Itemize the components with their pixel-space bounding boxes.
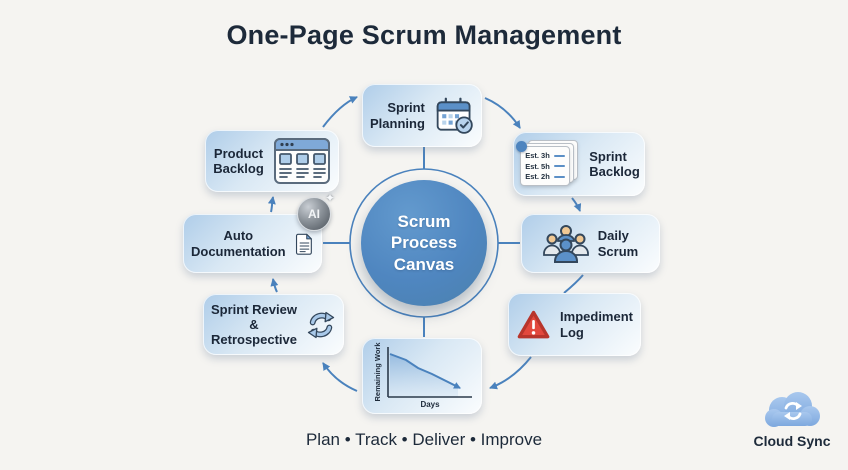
estimate-row: Est. 5h (525, 162, 566, 171)
center-hub-label: Scrum Process Canvas (390, 212, 458, 274)
cycle-arrows-icon (307, 311, 335, 338)
center-hub: Scrum Process Canvas (361, 180, 487, 306)
arrow-product-backlog-to-sprint-planning (322, 96, 358, 128)
document-icon (295, 233, 312, 255)
node-auto-documentation: Auto Documentation AI ✦ (183, 191, 335, 273)
burndown-chart-icon: Remaining Work Days (373, 342, 472, 409)
cloud-sync-icon (765, 392, 820, 427)
line-daily-scrum-to-impediment-log (563, 274, 584, 294)
arrow-sprint-backlog-to-daily-scrum (571, 197, 582, 212)
kanban-browser-icon (273, 138, 330, 184)
node-impediment-log: Impediment Log (508, 293, 641, 356)
arrow-burndown-to-sprint-review (322, 362, 358, 392)
arrow-sprint-review-to-auto-documentation (270, 278, 279, 293)
estimate-cards-icon: Est. 3h Est. 5h Est. 2h (516, 140, 580, 188)
node-burndown-chart: Remaining Work Days (362, 338, 482, 414)
sprint-backlog-label: Sprint Backlog (589, 148, 640, 179)
warning-triangle-icon (517, 310, 550, 338)
sparkle-icon: ✦ (324, 191, 335, 205)
tagline: Plan • Track • Deliver • Improve (305, 430, 543, 449)
cycle-arrows (267, 96, 584, 392)
team-icon (542, 224, 589, 263)
cloud-sync-label: Cloud Sync (753, 433, 831, 449)
node-sprint-planning: Sprint Planning (362, 84, 482, 147)
product-backlog-label: Product Backlog (213, 145, 264, 176)
node-product-backlog: Product Backlog (205, 130, 339, 192)
burndown-xlabel: Days (420, 400, 440, 409)
node-sprint-backlog: Est. 3h Est. 5h Est. 2h Sprint Backlog (513, 132, 645, 196)
pin-dot (516, 141, 528, 152)
impediment-log-label: Impediment Log (560, 309, 633, 340)
cloud-sync: Cloud Sync (748, 388, 836, 449)
estimate-row: Est. 3h (525, 151, 566, 160)
calendar-check-icon (436, 97, 473, 134)
auto-documentation-label: Auto Documentation (191, 228, 286, 259)
sprint-review-label: Sprint Review & Retrospective (211, 301, 297, 348)
arrow-sprint-planning-to-sprint-backlog (484, 97, 521, 129)
burndown-ylabel: Remaining Work (373, 342, 382, 402)
estimate-row: Est. 2h (525, 172, 566, 181)
node-sprint-review: Sprint Review & Retrospective (203, 294, 344, 355)
daily-scrum-label: Daily Scrum (597, 228, 639, 259)
node-daily-scrum: Daily Scrum (521, 214, 660, 273)
arrow-impediment-log-to-burndown (489, 356, 532, 390)
sprint-planning-label: Sprint Planning (370, 100, 425, 131)
ai-badge: AI ✦ (297, 191, 335, 231)
page-title: One-Page Scrum Management (226, 20, 622, 50)
arrow-auto-documentation-to-product-backlog (267, 196, 276, 213)
ai-badge-label: AI (308, 207, 320, 221)
center-spokes (323, 147, 520, 337)
